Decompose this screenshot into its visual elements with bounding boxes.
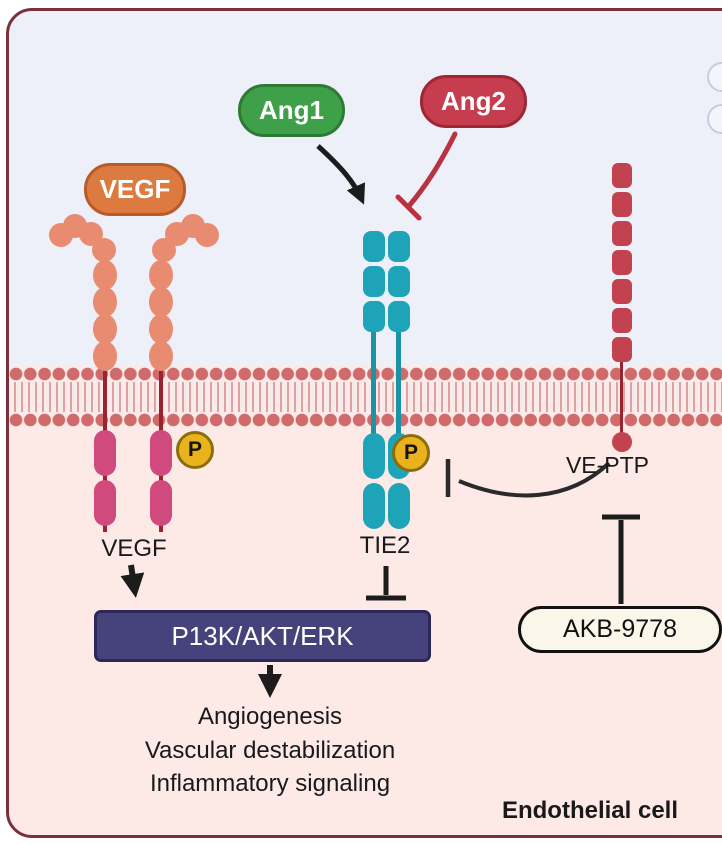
- output-inflammatory-signaling: Inflammatory signaling: [149, 770, 391, 797]
- veptp-domain: [612, 192, 632, 217]
- akb-9778-drug-pill: AKB-9778: [518, 606, 722, 653]
- tie2-kinase-domain: [363, 433, 385, 479]
- veptp-domain: [612, 250, 632, 275]
- tie2-kinase-domain: [388, 483, 410, 529]
- signaling-box: P13K/AKT/ERK: [94, 610, 431, 662]
- vegfr-bead: [195, 223, 219, 247]
- endothelial-cell-label: Endothelial cell: [501, 797, 679, 824]
- vegf-ligand-pill: VEGF: [84, 163, 186, 216]
- output-vascular-destabilization: Vascular destabilization: [144, 737, 396, 764]
- ang1-ligand-pill: Ang1: [238, 84, 345, 137]
- veptp-label: VE-PTP: [565, 452, 650, 478]
- vegfr-kinase-domain: [150, 480, 172, 526]
- tie2-domain: [363, 301, 385, 332]
- vegfr-bead: [93, 314, 117, 344]
- veptp-domain: [612, 163, 632, 188]
- veptp-domain: [612, 308, 632, 333]
- cell-membrane: [9, 366, 722, 428]
- phospho-icon-tie2: P: [392, 434, 430, 472]
- vegfr-label: VEGF: [101, 535, 167, 562]
- vegfr-kinase-domain: [94, 480, 116, 526]
- vegfr-bead: [149, 260, 173, 290]
- output-angiogenesis: Angiogenesis: [197, 703, 343, 730]
- ang2-ligand-pill: Ang2: [420, 75, 527, 128]
- veptp-domain: [612, 337, 632, 362]
- tie2-label: TIE2: [359, 532, 411, 559]
- vegfr-bead: [149, 287, 173, 317]
- membrane-outer-leaflet: [9, 366, 722, 382]
- veptp-stem: [620, 362, 623, 434]
- vegfr-bead: [149, 341, 173, 371]
- vegfr-bead: [149, 314, 173, 344]
- membrane-lipid-tails: [9, 382, 722, 412]
- vegfr-bead: [93, 287, 117, 317]
- vegfr-bead: [93, 260, 117, 290]
- tie2-kinase-domain: [363, 483, 385, 529]
- tie2-stem: [396, 332, 401, 434]
- vegfr-kinase-domain: [150, 430, 172, 476]
- tie2-domain: [388, 301, 410, 332]
- tie2-domain: [363, 266, 385, 297]
- veptp-domain: [612, 279, 632, 304]
- tie2-domain: [388, 266, 410, 297]
- vegfr-bead: [49, 223, 73, 247]
- veptp-phosphatase-bead: [612, 432, 632, 452]
- tie2-domain: [388, 231, 410, 262]
- phospho-icon-vegfr: P: [176, 431, 214, 469]
- tie2-stem: [371, 332, 376, 434]
- vegfr-bead: [93, 341, 117, 371]
- tie2-domain: [363, 231, 385, 262]
- vegfr-kinase-domain: [94, 430, 116, 476]
- veptp-domain: [612, 221, 632, 246]
- membrane-inner-leaflet: [9, 412, 722, 428]
